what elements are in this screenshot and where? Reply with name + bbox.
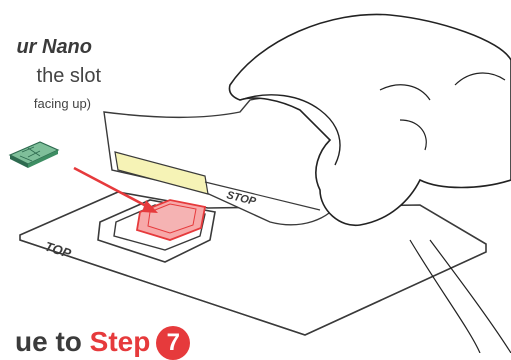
step-word: Step <box>90 326 151 357</box>
step-number-badge: 7 <box>156 326 190 360</box>
instruction-line-1: ur Nano <box>16 36 92 59</box>
instruction-line-2: the slot <box>37 65 101 88</box>
continue-prefix: ue to <box>15 326 90 357</box>
nano-sim-chip <box>10 142 58 168</box>
instruction-line-3: facing up) <box>34 96 91 111</box>
